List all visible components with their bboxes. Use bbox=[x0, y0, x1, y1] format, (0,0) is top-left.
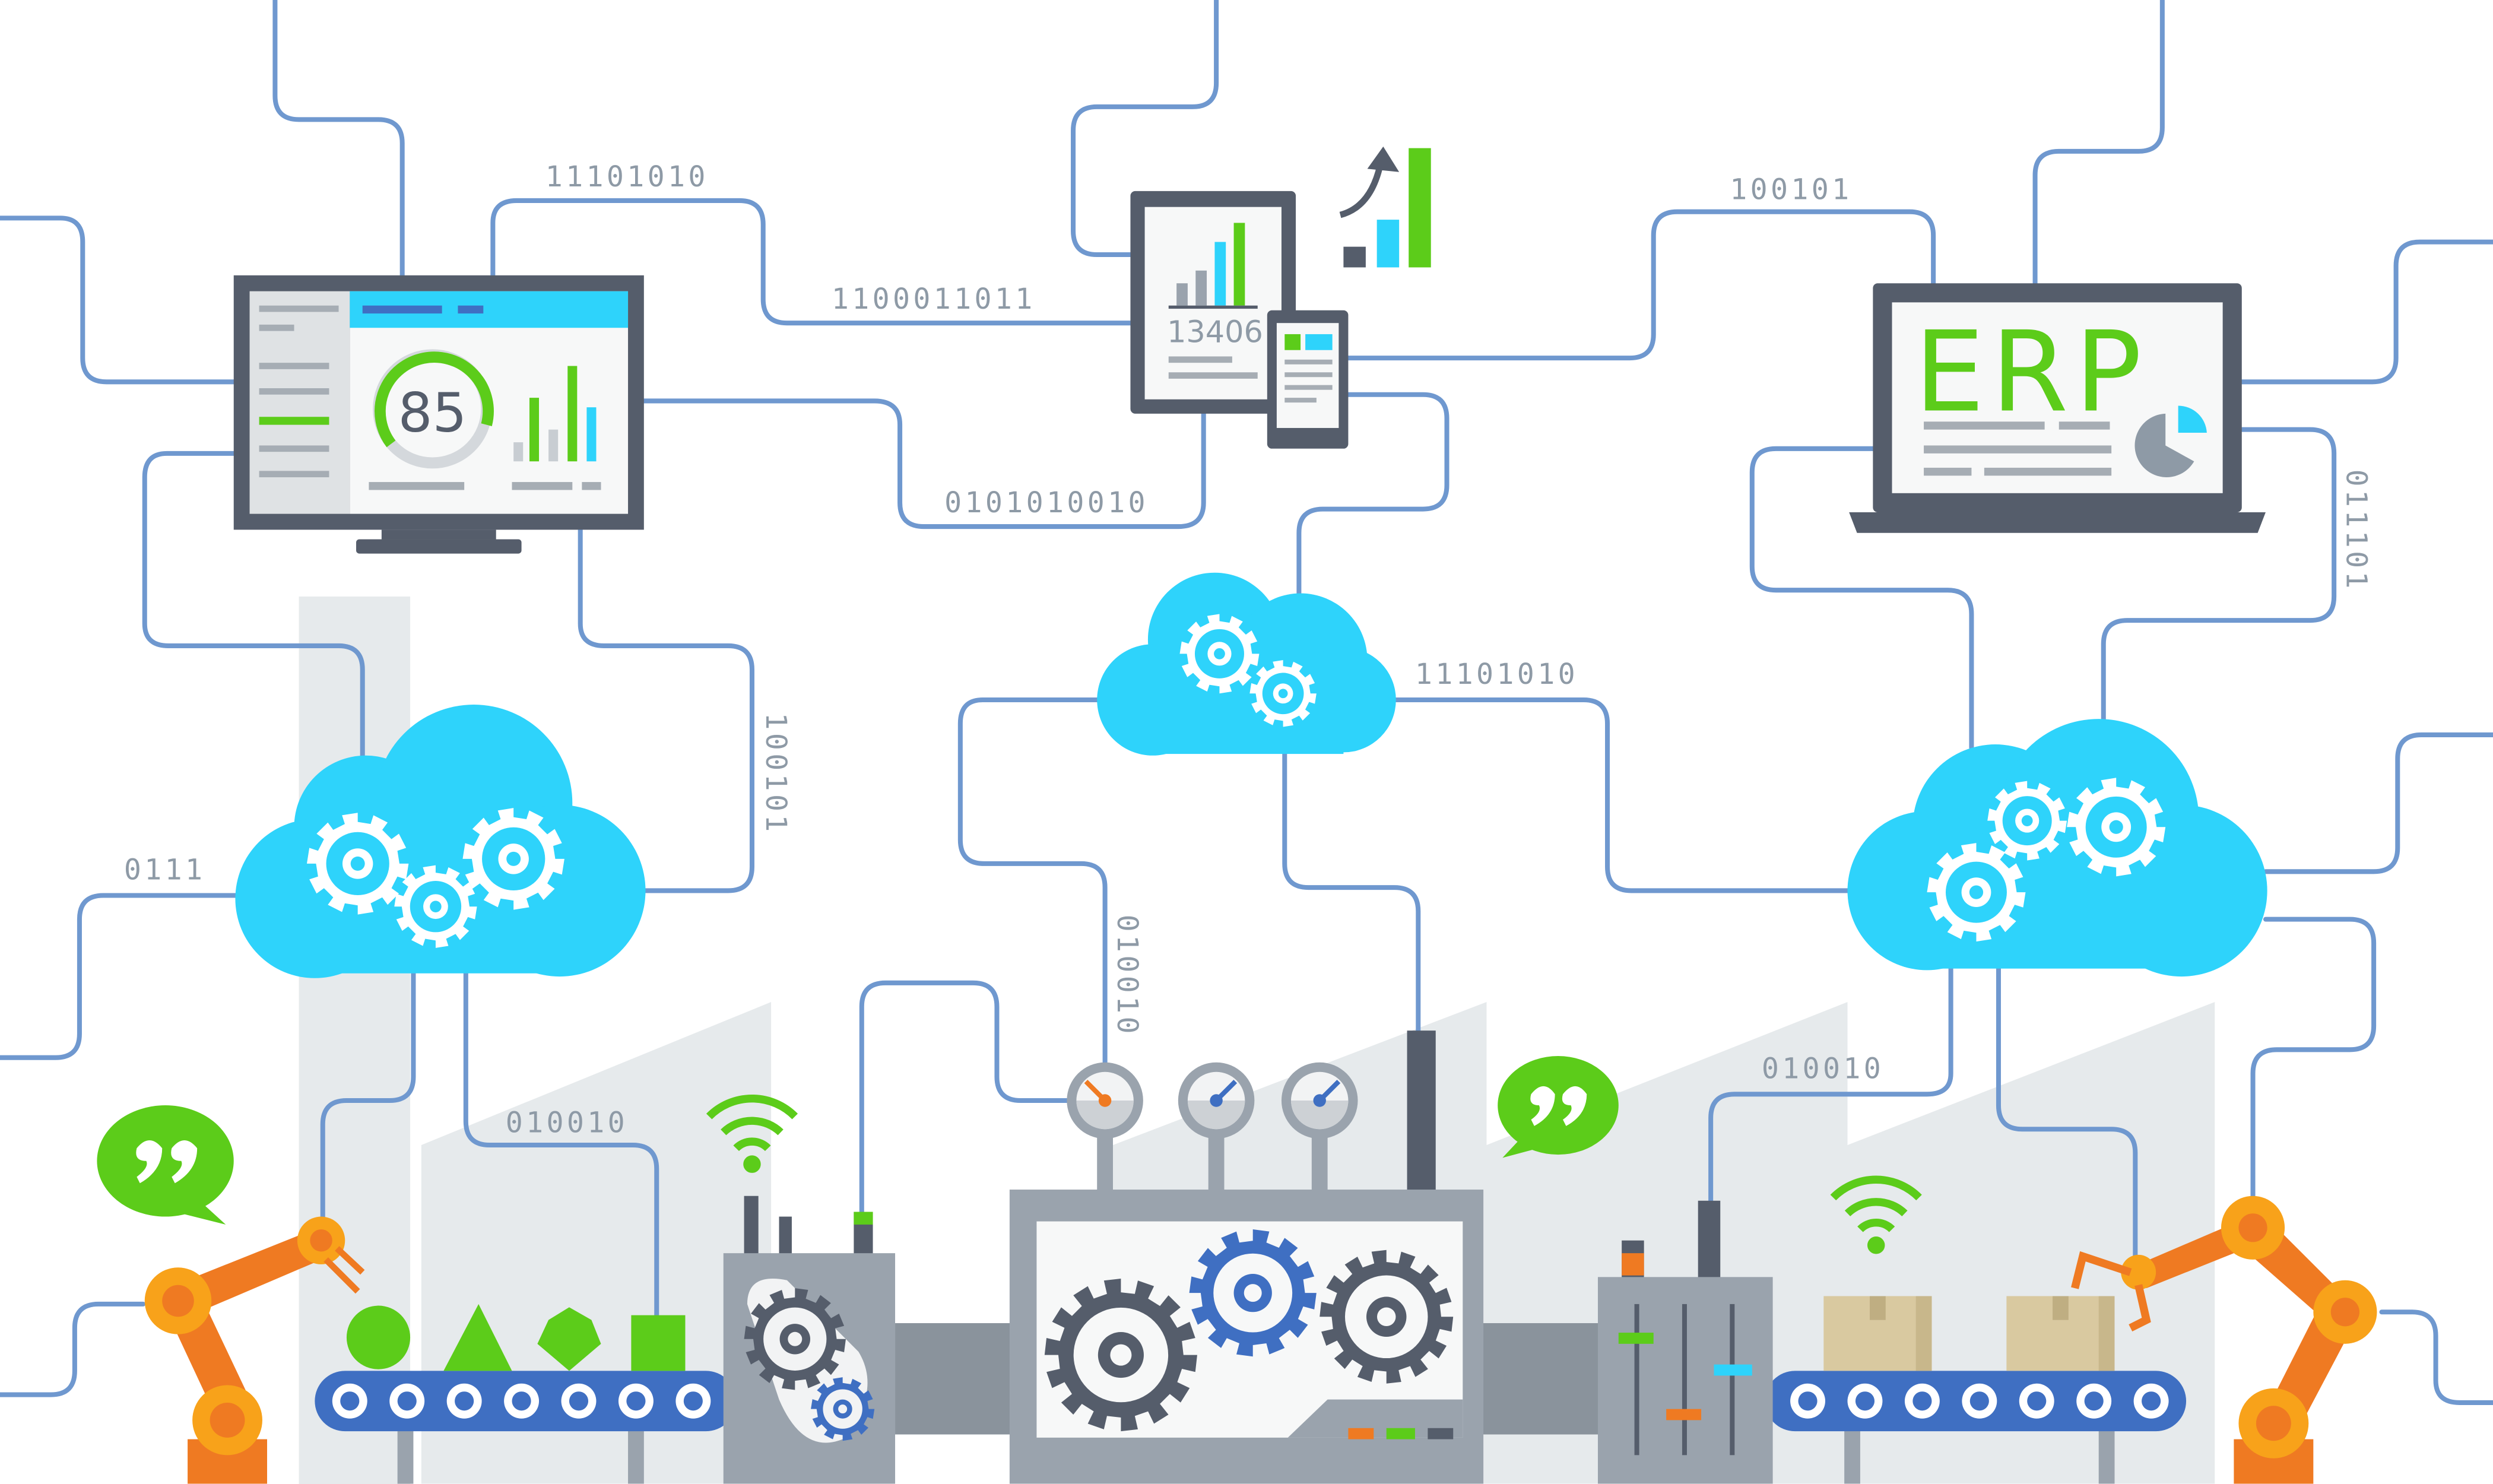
binary-label: 010010 bbox=[506, 1106, 628, 1140]
growth-chart-icon bbox=[1339, 146, 1431, 268]
binary-label: 011101 bbox=[2340, 470, 2373, 592]
roller-hub bbox=[569, 1391, 589, 1411]
box-icon bbox=[1823, 1296, 1932, 1371]
erp-title: ERP bbox=[1914, 308, 2148, 437]
gear-icon bbox=[1249, 660, 1317, 727]
roller-hub bbox=[397, 1391, 417, 1411]
roller-hub bbox=[455, 1391, 474, 1411]
tablet-device: 13406 bbox=[1130, 191, 1349, 449]
roller-hub bbox=[626, 1391, 646, 1411]
gear-icon bbox=[1189, 1229, 1317, 1357]
gear-icon bbox=[306, 813, 409, 915]
gear-icon bbox=[394, 865, 477, 948]
gear-icon bbox=[2067, 778, 2166, 877]
speech-bubble-quote-icon bbox=[97, 1105, 234, 1225]
tablet-value: 13406 bbox=[1167, 315, 1263, 350]
gear-icon bbox=[1179, 614, 1260, 694]
box-icon bbox=[2006, 1296, 2115, 1371]
binary-label: 0101010010 bbox=[944, 486, 1149, 519]
binary-label: 100101 bbox=[759, 712, 792, 835]
roller-hub bbox=[683, 1391, 703, 1411]
rollers bbox=[332, 1383, 711, 1419]
speech-bubble-quote-icon bbox=[1498, 1056, 1619, 1158]
wifi-icon bbox=[706, 1094, 798, 1173]
cloud-gears-icon bbox=[1847, 719, 2267, 977]
wifi-icon bbox=[1830, 1175, 1922, 1254]
binary-label: 0111 bbox=[124, 854, 206, 887]
binary-label: 11101010 bbox=[1415, 658, 1578, 691]
erp-laptop: ERP bbox=[1849, 283, 2266, 533]
products-on-belt bbox=[346, 1304, 686, 1371]
rollers bbox=[1790, 1383, 2169, 1419]
circuit-wires bbox=[0, 0, 2493, 1405]
gauge-icon bbox=[1067, 1062, 1143, 1193]
binary-label: 11101010 bbox=[545, 160, 709, 194]
robot-arm-icon bbox=[2071, 1196, 2377, 1484]
gear-icon bbox=[1044, 1279, 1197, 1432]
gear-icon bbox=[1927, 843, 2026, 942]
roller-hub bbox=[2084, 1391, 2104, 1411]
roller-hub bbox=[512, 1391, 531, 1411]
roller-hub bbox=[340, 1391, 360, 1411]
dashboard-monitor: 85 bbox=[233, 275, 644, 554]
roller-hub bbox=[1912, 1391, 1932, 1411]
conveyor-belt-icon bbox=[315, 1371, 737, 1484]
binary-label: 1100011011 bbox=[832, 283, 1036, 316]
binary-labels: 11101010 1100011011 0101010010 100101 01… bbox=[124, 160, 2373, 1140]
gear-icon bbox=[462, 808, 564, 910]
gear-icon bbox=[744, 1288, 846, 1390]
binary-label: 010010 bbox=[1111, 915, 1144, 1037]
score-value: 85 bbox=[398, 381, 467, 444]
roller-hub bbox=[2142, 1391, 2161, 1411]
conveyor-rollers-middle bbox=[895, 1323, 1603, 1435]
binary-label: 010010 bbox=[1762, 1052, 1884, 1086]
gear-icon bbox=[1987, 781, 2067, 861]
gauge-icon bbox=[1281, 1062, 1358, 1193]
roller-hub bbox=[1969, 1391, 1989, 1411]
control-machine bbox=[1597, 1200, 1773, 1484]
binary-label: 100101 bbox=[1730, 173, 1852, 206]
gears-layer bbox=[306, 614, 2166, 1441]
robot-arm-icon bbox=[144, 1216, 365, 1484]
roller-hub bbox=[2027, 1391, 2047, 1411]
conveyor-belt-icon bbox=[1765, 1371, 2187, 1484]
gear-icon bbox=[811, 1377, 875, 1441]
roller-hub bbox=[1798, 1391, 1818, 1411]
gauge-icon bbox=[1178, 1062, 1255, 1193]
gear-icon bbox=[1320, 1250, 1454, 1384]
roller-hub bbox=[1855, 1391, 1875, 1411]
